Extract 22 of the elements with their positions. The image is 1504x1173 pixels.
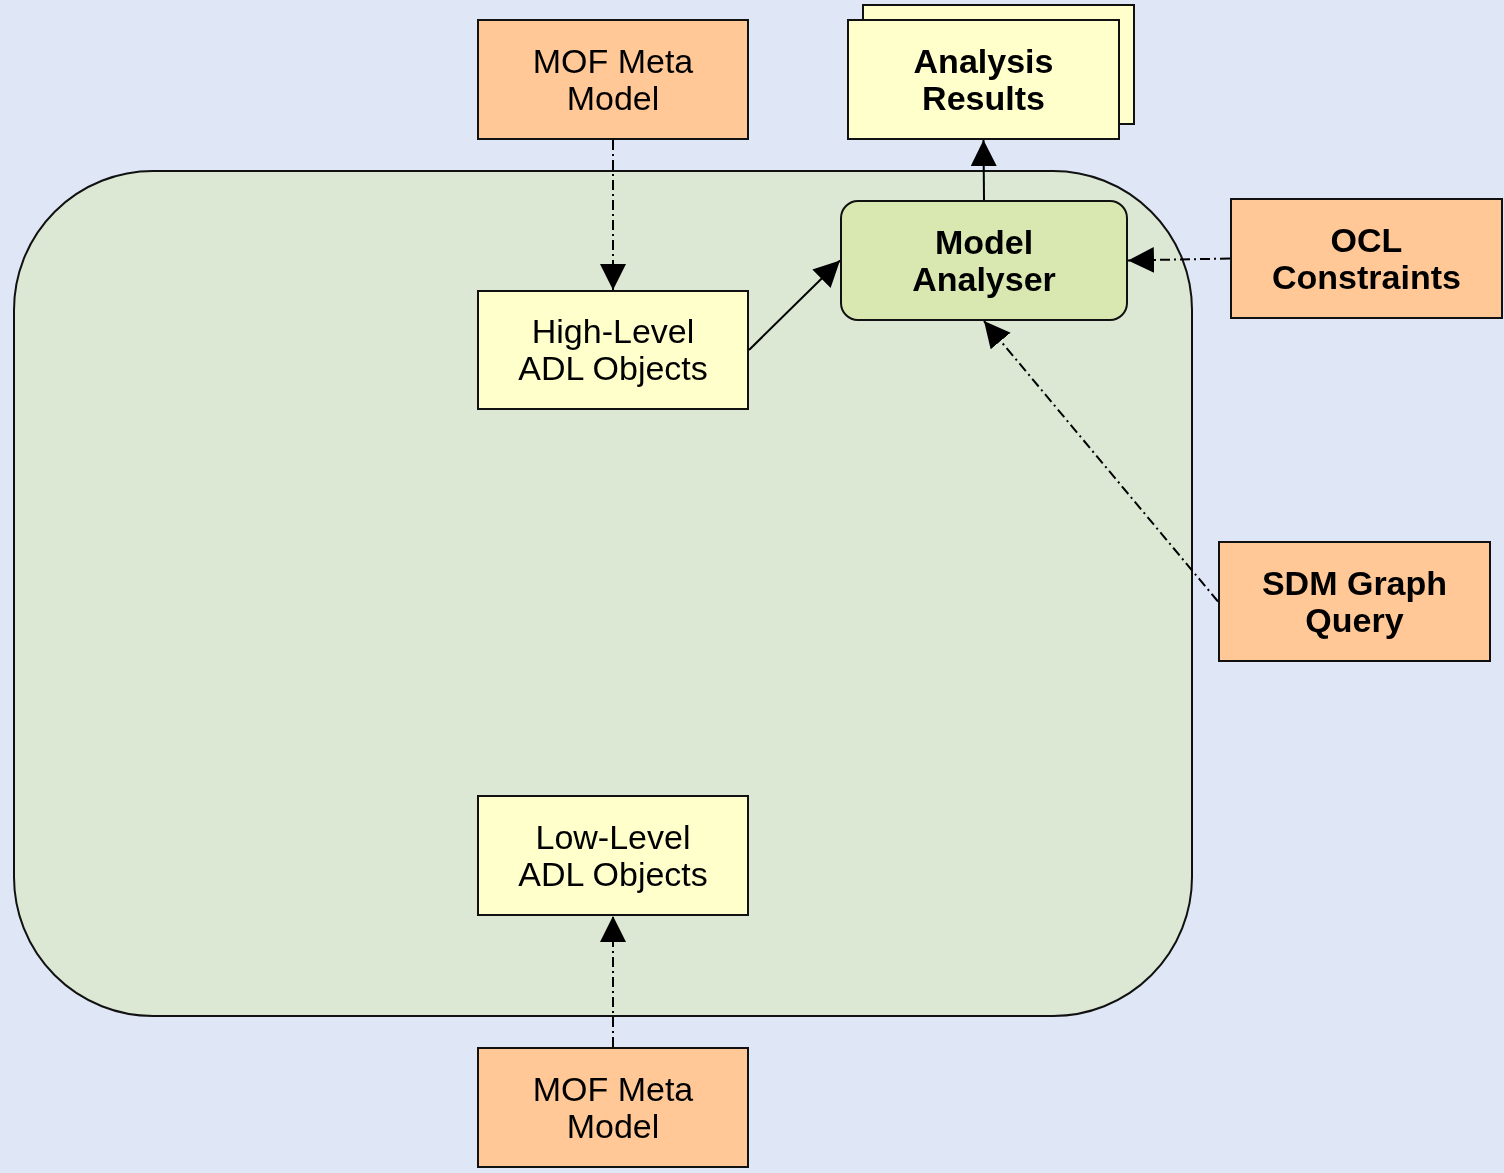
source-box (1218, 541, 1491, 662)
arrow (600, 139, 626, 291)
data-box (477, 290, 749, 410)
arrow (600, 915, 626, 1048)
container-region (13, 170, 1193, 1017)
node-label: High-Level ADL Objects (517, 313, 709, 387)
arrow (983, 320, 1219, 603)
node-label: MOF Meta Model (531, 1070, 695, 1145)
source-box (477, 19, 749, 140)
data-box (477, 795, 749, 916)
node-label: Model Analyser (911, 223, 1057, 298)
process-box (840, 200, 1128, 321)
node-label: MOF Meta Model (531, 42, 695, 117)
arrow (970, 139, 997, 201)
arrow (1127, 247, 1231, 273)
node-label: OCL Constraints (1271, 221, 1462, 296)
source-box (1230, 198, 1503, 319)
node-label: SDM Graph Query (1260, 564, 1449, 639)
node-label: Low-Level ADL Objects (517, 818, 709, 893)
node-label: Analysis Results (912, 42, 1055, 117)
arrow (748, 259, 841, 351)
source-box (477, 1047, 749, 1168)
